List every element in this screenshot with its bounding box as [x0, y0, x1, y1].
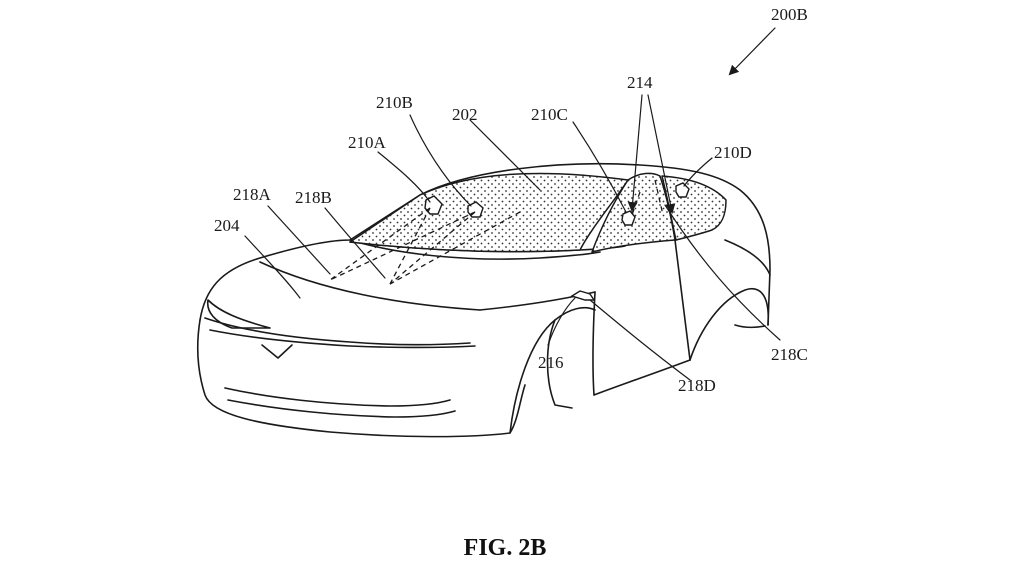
sensor-216 [570, 290, 596, 301]
label-214: 214 [627, 73, 653, 92]
label-218b: 218B [295, 188, 332, 207]
label-204: 204 [214, 216, 240, 235]
label-210a: 210A [348, 133, 387, 152]
label-210c: 210C [531, 105, 568, 124]
front-side-window [591, 172, 676, 253]
label-202: 202 [452, 105, 478, 124]
label-210b: 210B [376, 93, 413, 112]
sensor-210d [675, 182, 690, 198]
label-200b: 200B [771, 5, 808, 24]
label-210d: 210D [714, 143, 752, 162]
label-218c: 218C [771, 345, 808, 364]
label-218a: 218A [233, 185, 272, 204]
windshield-glass [349, 172, 629, 253]
label-216: 216 [538, 353, 564, 372]
leader-lines [244, 27, 781, 381]
label-218d: 218D [678, 376, 716, 395]
figure-caption: FIG. 2B [464, 535, 547, 561]
